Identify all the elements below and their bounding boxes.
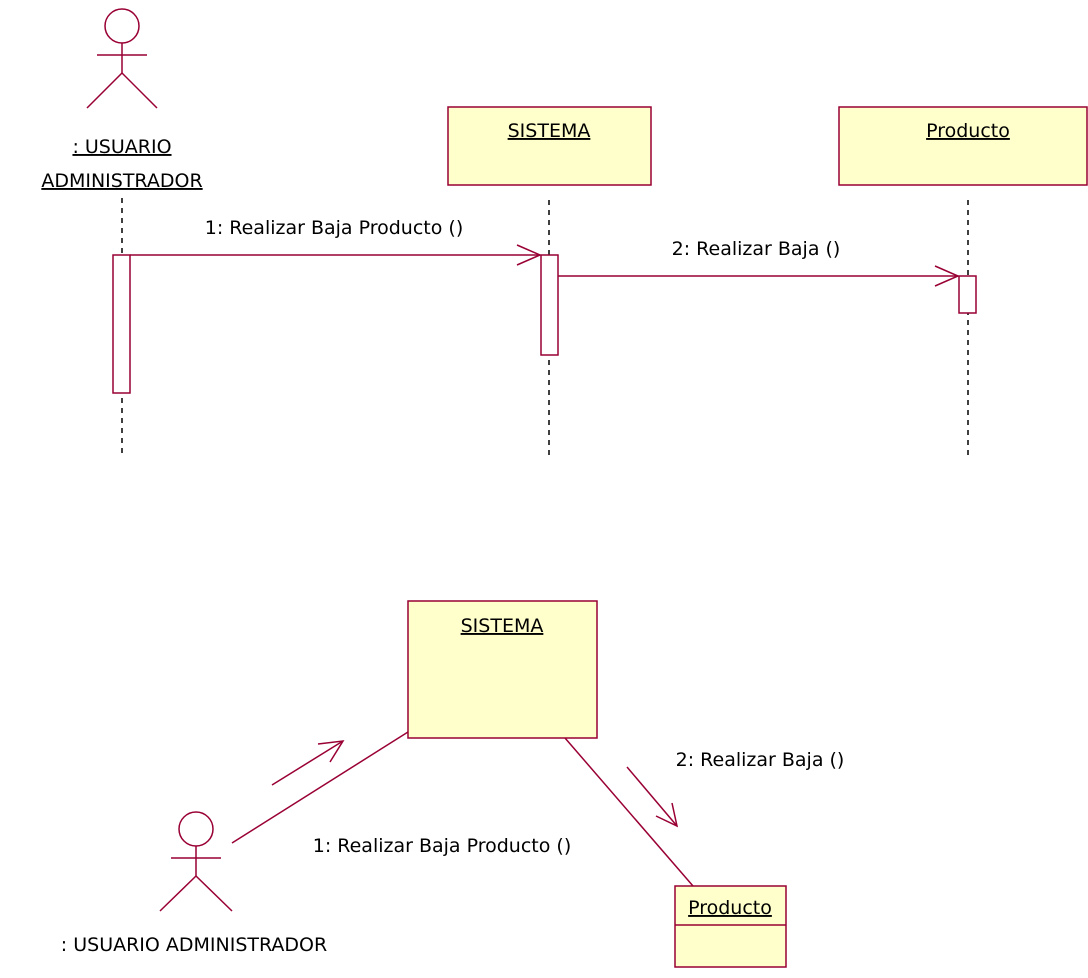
collab-message-1-label: 1: Realizar Baja Producto () — [313, 835, 572, 857]
producto-object-label: Producto — [926, 120, 1010, 142]
actor-usuario-administrador[interactable] — [86, 8, 158, 109]
sistema-activation-bar — [540, 254, 559, 356]
collab-actor-head — [178, 811, 214, 847]
message-2-label: 2: Realizar Baja () — [672, 238, 841, 260]
collab-producto-object-box[interactable] — [674, 885, 787, 968]
actor-right-leg — [121, 72, 158, 109]
sequence-diagram: : USUARIO ADMINISTRADOR SISTEMA Producto… — [41, 8, 1088, 458]
collab-producto-label: Producto — [688, 897, 772, 919]
producto-activation-bar — [958, 275, 977, 314]
sistema-object-box[interactable] — [447, 106, 652, 186]
collab-actor-name: : USUARIO ADMINISTRADOR — [61, 934, 327, 956]
producto-object-box[interactable] — [838, 106, 1088, 186]
actor-activation-bar — [112, 254, 131, 394]
collab-link-actor-sistema[interactable] — [231, 731, 409, 844]
collab-sistema-object-box[interactable] — [407, 600, 598, 739]
collaboration-diagram: SISTEMA Producto : USUARIO ADMINISTRADOR… — [61, 600, 845, 968]
collab-actor-right-leg — [195, 875, 233, 912]
collab-message-2-arrow[interactable] — [626, 766, 679, 828]
sistema-object-label: SISTEMA — [508, 120, 591, 142]
collab-message-1-arrow[interactable] — [271, 740, 345, 786]
message-2-arrow[interactable] — [558, 265, 960, 287]
actor-left-leg — [86, 72, 123, 109]
collab-message-2-label: 2: Realizar Baja () — [676, 749, 845, 771]
actor-name-line1: : USUARIO — [72, 136, 171, 158]
message-1-label: 1: Realizar Baja Producto () — [205, 217, 464, 239]
collab-sistema-label: SISTEMA — [461, 615, 544, 637]
message-1-arrow[interactable] — [130, 244, 542, 266]
actor-name-line2: ADMINISTRADOR — [41, 170, 202, 192]
collab-actor-left-leg — [159, 875, 197, 912]
collab-actor-usuario-administrador[interactable] — [159, 811, 233, 912]
collab-link-sistema-producto[interactable] — [564, 737, 694, 887]
actor-head — [104, 8, 140, 44]
